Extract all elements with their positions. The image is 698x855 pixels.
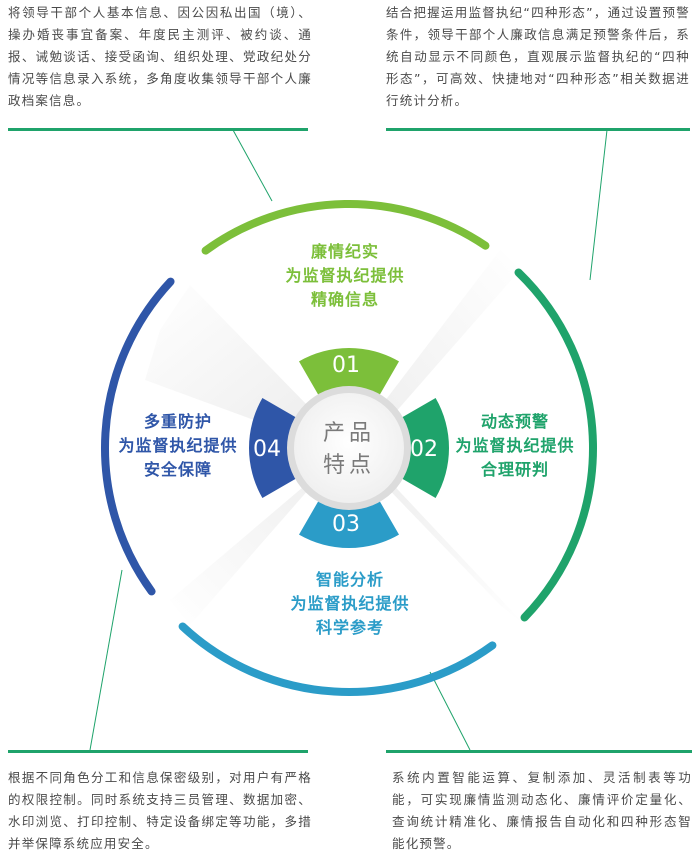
feature-02-line3: 合理研判	[481, 460, 549, 479]
rule-top-left	[8, 128, 308, 131]
inner-segment-02	[399, 398, 449, 498]
feature-04-text: 多重防护 为监督执纪提供 安全保障	[118, 412, 237, 479]
description-top-left: 将领导干部个人基本信息、因公因私出国（境）、操办婚丧事宜备案、年度民主测评、被约…	[8, 5, 312, 108]
feature-04-line3: 安全保障	[144, 460, 212, 479]
segment-number-04: 04	[253, 437, 281, 462]
shade-wedge-top-right	[349, 250, 520, 448]
inner-segment-04	[249, 398, 299, 498]
shade-wedge-bottom-left	[170, 448, 349, 625]
rule-top-right	[386, 128, 690, 131]
center-circle	[294, 393, 404, 503]
description-top-right: 结合把握运用监督执纪“四种形态”，通过设置预警条件，领导干部个人廉政信息满足预警…	[386, 5, 690, 108]
feature-03-line2: 为监督执纪提供	[290, 594, 409, 613]
connector-bottom-left	[89, 569, 123, 751]
center-label-line2: 特点	[323, 453, 375, 478]
outer-arc-right	[514, 268, 597, 622]
outer-arc-top	[201, 200, 490, 255]
segment-number-02: 02	[410, 437, 438, 462]
connector-bottom-right	[429, 671, 471, 751]
feature-03-line3: 科学参考	[316, 618, 384, 637]
outer-arc-left	[101, 277, 175, 596]
feature-03-title: 智能分析	[316, 570, 384, 589]
description-bottom-left: 根据不同角色分工和信息保密级别，对用户有严格的权限控制。同时系统支持三员管理、数…	[8, 770, 312, 851]
feature-03-text: 智能分析 为监督执纪提供 科学参考	[290, 570, 409, 637]
center-label-line1: 产品	[323, 421, 375, 446]
connector-top-left	[232, 129, 273, 202]
feature-02-text: 动态预警 为监督执纪提供 合理研判	[455, 412, 574, 479]
rule-bottom-left	[8, 750, 308, 753]
inner-segment-03	[299, 498, 399, 548]
feature-01-line3: 精确信息	[311, 290, 379, 309]
feature-02-line2: 为监督执纪提供	[455, 436, 574, 455]
rule-bottom-right	[386, 750, 692, 753]
feature-01-line2: 为监督执纪提供	[285, 266, 404, 285]
outer-arc-bottom	[178, 622, 497, 696]
inner-segment-01	[299, 348, 399, 398]
feature-02-title: 动态预警	[481, 412, 549, 431]
connector-top-right	[589, 129, 608, 281]
shade-wedge-top-left	[145, 285, 349, 448]
description-bottom-right: 系统内置智能运算、复制添加、灵活制表等功能，可实现廉情监测动态化、廉情评价定量化…	[392, 770, 692, 851]
feature-04-title: 多重防护	[144, 412, 212, 431]
feature-04-line2: 为监督执纪提供	[118, 436, 237, 455]
segment-number-01: 01	[332, 353, 360, 378]
shade-wedge-bottom-right	[349, 448, 525, 625]
feature-01-title: 廉情纪实	[311, 242, 379, 261]
feature-01-text: 廉情纪实 为监督执纪提供 精确信息	[285, 242, 404, 309]
segment-number-03: 03	[332, 512, 360, 537]
